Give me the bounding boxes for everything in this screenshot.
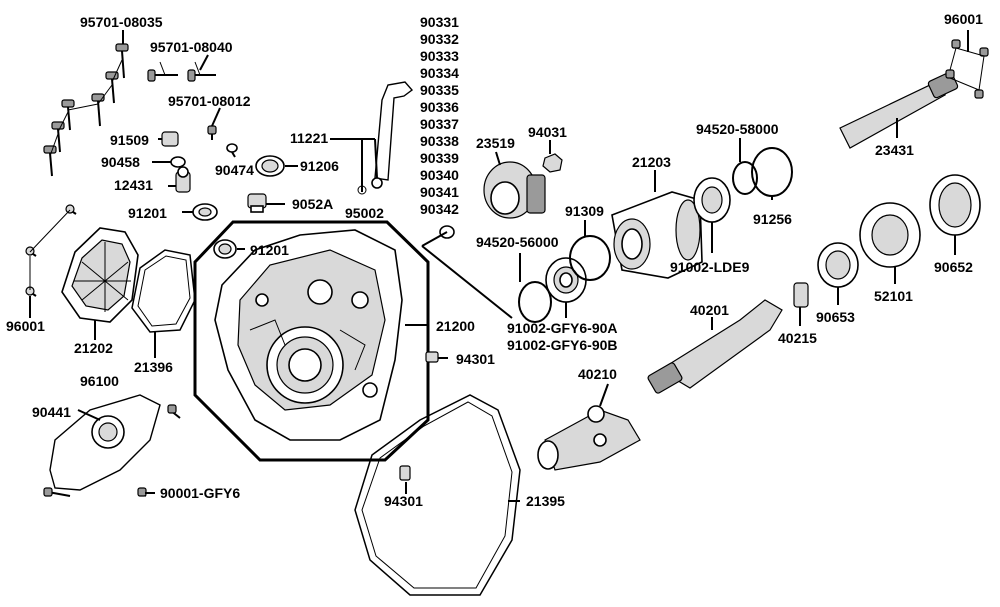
label-90333: 90333	[420, 48, 459, 64]
part-40210-universal-joint	[537, 405, 641, 471]
label-91206: 91206	[300, 158, 339, 174]
housing-group-frame	[193, 220, 430, 462]
label-91256: 91256	[753, 211, 792, 227]
label-11221: 11221	[290, 130, 328, 146]
label-9052A: 9052A	[292, 196, 333, 212]
leader-lines	[29, 30, 969, 502]
label-90335: 90335	[420, 82, 459, 98]
label-96001-left: 96001	[6, 318, 45, 334]
part-9052A-plug	[247, 193, 267, 213]
part-96001-right-bolts	[945, 39, 989, 99]
label-23431: 23431	[875, 142, 914, 158]
label-21200: 21200	[436, 318, 475, 334]
label-21395: 21395	[526, 493, 565, 509]
part-90458-washer	[170, 156, 186, 168]
label-90331: 90331	[420, 14, 459, 30]
part-90652-boot-clamp	[929, 174, 981, 236]
part-90653-clamp	[817, 242, 859, 288]
part-21200-crankcase-housing	[214, 229, 403, 441]
label-91201-a: 91201	[128, 205, 167, 221]
part-91201-seal	[192, 203, 218, 221]
label-90336: 90336	[420, 99, 459, 115]
part-91002-LDE9-bearing	[693, 177, 731, 223]
label-94520-58000: 94520-58000	[696, 121, 779, 137]
label-90334: 90334	[420, 65, 459, 81]
part-52101-boot	[859, 202, 921, 268]
label-40215: 40215	[778, 330, 817, 346]
label-94301-b: 94301	[384, 493, 423, 509]
label-91002-LDE9: 91002-LDE9	[670, 259, 750, 275]
label-91002-GFY6-90A: 91002-GFY6-90A	[507, 320, 618, 336]
part-95701-bolts	[43, 43, 216, 177]
part-23519-gear	[483, 161, 546, 219]
part-90001-GFY6-bolts	[43, 404, 181, 497]
part-91002-GFY6-bearing	[545, 257, 587, 303]
label-90342: 90342	[420, 201, 459, 217]
part-91509-plug	[161, 131, 179, 147]
label-21202: 21202	[74, 340, 113, 356]
part-21203-case	[611, 191, 703, 279]
label-95701-08035: 95701-08035	[80, 14, 163, 30]
label-90340: 90340	[420, 167, 459, 183]
label-90332: 90332	[420, 31, 459, 47]
part-23431-shaft	[839, 71, 959, 149]
label-95701-08012: 95701-08012	[168, 93, 251, 109]
label-90338: 90338	[420, 133, 459, 149]
part-40201-drive-shaft	[647, 299, 783, 394]
part-11221-hose	[371, 81, 414, 189]
part-21395-gasket	[354, 394, 521, 596]
part-94520-58000-circlip	[732, 161, 758, 195]
label-23519: 23519	[476, 135, 515, 151]
part-94301-dowel-lower	[399, 465, 411, 481]
label-21203: 21203	[632, 154, 671, 170]
part-90474-washer	[226, 143, 238, 153]
part-labels: 95701-08035 95701-08040 95701-08012 9150…	[6, 11, 983, 509]
part-91256-ring	[751, 147, 793, 197]
label-90001-GFY6: 90001-GFY6	[160, 485, 240, 501]
part-95701-08012-bolt	[207, 125, 217, 140]
part-94301-dowel-upper	[425, 351, 439, 363]
label-90341: 90341	[420, 184, 459, 200]
label-94031: 94031	[528, 124, 567, 140]
part-96001-left-bolts	[25, 204, 77, 297]
part-40215-spring	[793, 282, 809, 308]
part-12431-valve	[175, 166, 191, 193]
label-96100: 96100	[80, 373, 119, 389]
label-94301-a: 94301	[456, 351, 495, 367]
part-91201-seal-inner	[213, 239, 237, 259]
part-91206-seal	[255, 155, 285, 177]
label-90652: 90652	[934, 259, 973, 275]
part-96100-bearing-plate	[49, 394, 161, 491]
label-90337: 90337	[420, 116, 459, 132]
label-90441: 90441	[32, 404, 71, 420]
label-94520-56000: 94520-56000	[476, 234, 559, 250]
label-40201: 40201	[690, 302, 729, 318]
label-96001-right: 96001	[944, 11, 983, 27]
part-21396-gasket	[131, 249, 196, 333]
label-90474: 90474	[215, 162, 254, 178]
label-12431: 12431	[114, 177, 153, 193]
label-95701-08040: 95701-08040	[150, 39, 233, 55]
label-90653: 90653	[816, 309, 855, 325]
part-91309-oring	[569, 235, 611, 281]
label-21396: 21396	[134, 359, 173, 375]
label-91002-GFY6-90B: 91002-GFY6-90B	[507, 337, 618, 353]
label-91201-b: 91201	[250, 242, 289, 258]
label-40210: 40210	[578, 366, 617, 382]
label-91309: 91309	[565, 203, 604, 219]
part-94520-56000-circlip	[518, 281, 552, 323]
label-90458: 90458	[101, 154, 140, 170]
label-91509: 91509	[110, 132, 149, 148]
label-95002: 95002	[345, 205, 384, 221]
label-52101: 52101	[874, 288, 913, 304]
label-90339: 90339	[420, 150, 459, 166]
part-94031-nut	[542, 153, 563, 173]
part-21202-side-cover	[61, 227, 139, 323]
